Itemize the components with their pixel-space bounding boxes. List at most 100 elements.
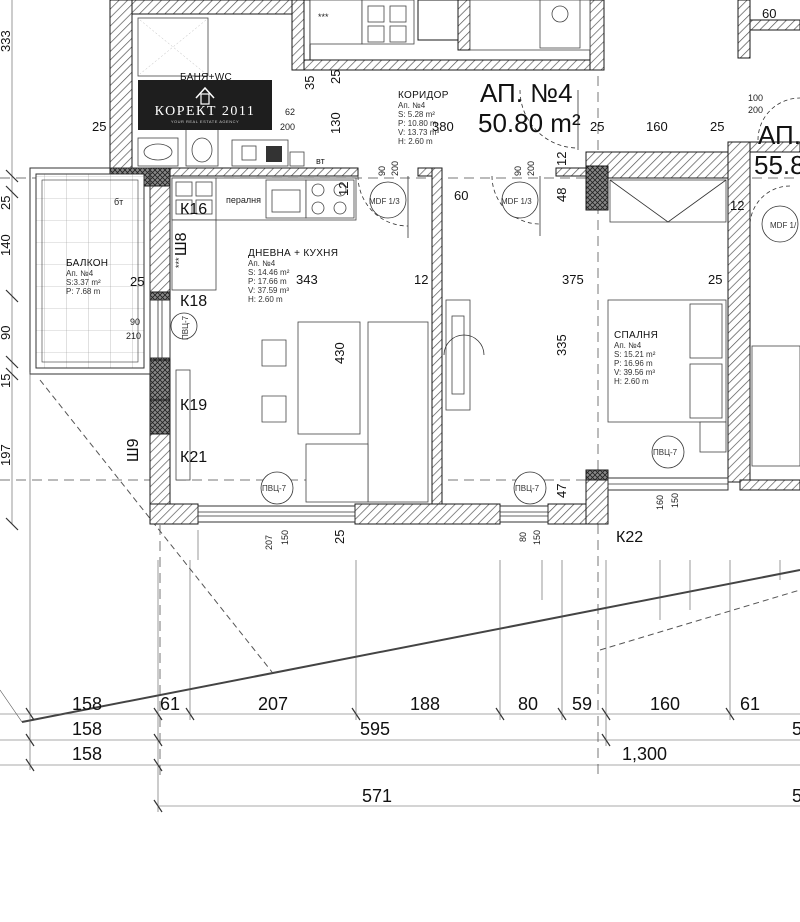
dim-25e: 25 xyxy=(708,272,722,287)
dim-430: 430 xyxy=(332,342,347,364)
dim-343: 343 xyxy=(296,272,318,287)
room-living-s: S: 14.46 m² xyxy=(248,268,290,277)
apartment-titles: АП. №4 50.80 m² АП. 55.8 xyxy=(478,78,800,180)
mark-k18: К18 xyxy=(180,293,207,310)
dim-200c: 200 xyxy=(390,161,400,176)
room-balcony-name: БАЛКОН xyxy=(66,258,108,269)
bedroom-furniture xyxy=(607,179,800,467)
room-living-v: V: 37.59 m³ xyxy=(248,286,289,295)
dim-r1-4: 80 xyxy=(518,694,538,714)
room-bath-name: БАНЯ+WC xyxy=(180,72,232,83)
windows xyxy=(149,299,729,523)
vt-label: вт xyxy=(316,156,325,166)
dim-207s: 207 xyxy=(264,535,274,550)
agency-logo xyxy=(138,80,272,130)
dim-l15: 15 xyxy=(0,374,13,388)
washer-label: пералня xyxy=(226,195,261,205)
room-bedroom-h: H: 2.60 m xyxy=(614,377,649,386)
house-icon xyxy=(195,86,215,105)
room-bedroom-v: V: 39.56 m³ xyxy=(614,368,655,377)
dim-r1-1: 61 xyxy=(160,694,180,714)
door-window-tags xyxy=(170,181,799,505)
dim-r2-2: 5 xyxy=(792,719,800,739)
stars-label: *** xyxy=(318,12,329,22)
mark-sh9: Ш9 xyxy=(125,438,142,462)
dim-12: 12 xyxy=(336,182,351,196)
room-corridor-s: S: 5.28 m² xyxy=(398,110,435,119)
dim-r2-0: 158 xyxy=(72,719,102,739)
apartment-right-area: 55.8 xyxy=(754,150,800,180)
dim-12d: 12 xyxy=(414,272,428,287)
room-corridor-name: КОРИДОР xyxy=(398,90,449,101)
dim-375: 375 xyxy=(562,272,584,287)
dim-380: 380 xyxy=(432,119,454,134)
dim-r1-2: 207 xyxy=(258,694,288,714)
bt-label: бт xyxy=(114,197,123,207)
room-living-name: ДНЕВНА + КУХНЯ xyxy=(248,248,338,259)
dim-333: 333 xyxy=(0,30,13,52)
dim-90c: 90 xyxy=(130,317,140,327)
room-bedroom-s: S: 15.21 m² xyxy=(614,350,656,359)
logo-text-block: КОРЕКТ 2011 YOUR REAL ESTATE AGENCY xyxy=(138,104,272,125)
walls xyxy=(109,0,800,525)
dim-l197: 197 xyxy=(0,444,13,466)
room-labels: БАНЯ+WC КОРИДОР Ап. №4 S: 5.28 m² P: 10.… xyxy=(66,72,658,386)
dim-47: 47 xyxy=(554,484,569,498)
dimension-texts: 60 333 35 25 130 62 200 380 25 160 25 10… xyxy=(0,6,800,806)
dim-left-25: 25 xyxy=(92,119,106,134)
dim-100: 100 xyxy=(748,93,763,103)
apartment-name: АП. №4 xyxy=(480,78,573,108)
dim-25d: 25 xyxy=(130,274,144,289)
room-bedroom-name: СПАЛНЯ xyxy=(614,330,658,341)
dim-25a: 25 xyxy=(328,70,343,84)
dim-130: 130 xyxy=(328,112,343,134)
dim-r1-3: 188 xyxy=(410,694,440,714)
dim-150c: 150 xyxy=(670,493,680,508)
mark-k22: К22 xyxy=(616,529,643,546)
logo-name: КОРЕКТ 2011 xyxy=(154,104,256,119)
mark-k19: К19 xyxy=(180,397,207,414)
dim-60: 60 xyxy=(454,188,468,203)
structure-marks: К16 К18 К19 К21 К22 Ш8 Ш9 xyxy=(125,201,643,546)
dim-335: 335 xyxy=(554,334,569,356)
doors xyxy=(357,89,800,238)
terrain-line xyxy=(21,569,800,723)
living-furniture xyxy=(261,299,485,503)
room-living-apt: Ап. №4 xyxy=(248,259,276,268)
dim-160: 160 xyxy=(646,119,668,134)
tag-pvc-mid: ПВЦ-7 xyxy=(515,484,540,493)
dim-150b: 150 xyxy=(532,530,542,545)
room-bedroom-apt: Ап. №4 xyxy=(614,341,642,350)
dim-l140: 140 xyxy=(0,234,13,256)
tag-pvc-top: ПВЦ-7 xyxy=(262,484,287,493)
dim-200d: 200 xyxy=(526,161,536,176)
dim-48: 48 xyxy=(554,188,569,202)
room-corridor-v: V: 13.73 m³ xyxy=(398,128,439,137)
apartment-area: 50.80 m² xyxy=(478,108,581,138)
fixture-labels: пералня *** *** бт вт MDF 1/3 MDF 1/3 MD… xyxy=(114,12,797,493)
mark-k16: К16 xyxy=(180,201,207,218)
dim-r3-0: 158 xyxy=(72,744,102,764)
apartment-right-name: АП. xyxy=(758,120,800,150)
dim-200a: 200 xyxy=(280,122,295,132)
dim-r4-0: 571 xyxy=(362,786,392,806)
dim-r1-5: 59 xyxy=(572,694,592,714)
room-balcony-s: S:3.37 m² xyxy=(66,278,101,287)
room-corridor-apt: Ап. №4 xyxy=(398,101,426,110)
dim-210: 210 xyxy=(126,331,141,341)
dim-25c: 25 xyxy=(710,119,724,134)
room-corridor-p: P: 10.80 m xyxy=(398,119,437,128)
kitchen xyxy=(171,177,357,481)
dim-r1-0: 158 xyxy=(72,694,102,714)
dim-25b: 25 xyxy=(590,119,604,134)
dim-90a: 90 xyxy=(377,166,387,176)
dim-80s: 80 xyxy=(518,532,528,542)
balcony xyxy=(29,167,151,375)
dim-90b: 90 xyxy=(513,166,523,176)
room-balcony-p: P: 7.68 m xyxy=(66,287,101,296)
dim-r1-7: 61 xyxy=(740,694,760,714)
tag-pvc-bed: ПВЦ-7 xyxy=(653,448,678,457)
dim-200b: 200 xyxy=(748,105,763,115)
stars-v-label: *** xyxy=(174,257,184,268)
